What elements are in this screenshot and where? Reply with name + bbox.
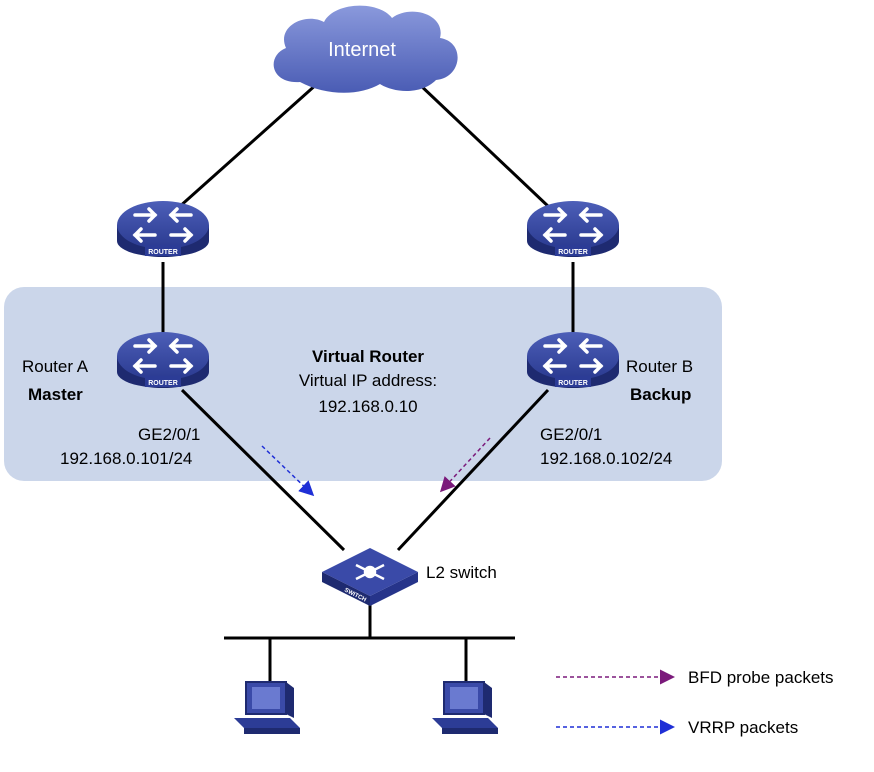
router-b-icon: ROUTER <box>525 330 621 390</box>
router-b-name: Router B <box>626 357 693 376</box>
internet-cloud: Internet <box>273 5 458 93</box>
router-b-interface: GE2/0/1 <box>540 425 602 444</box>
router-badge-label: ROUTER <box>148 249 178 256</box>
link-routerA-switch <box>180 388 346 552</box>
switch-label: L2 switch <box>426 563 497 582</box>
router-a-icon: ROUTER <box>115 330 211 390</box>
upper-right-router-icon: ROUTER <box>525 199 621 259</box>
link-routerB-switch <box>396 388 550 552</box>
virtual-ip-value: 192.168.0.10 <box>318 397 417 416</box>
upper-left-router-icon: ROUTER <box>115 199 211 259</box>
router-b-role: Backup <box>630 385 691 404</box>
router-b-ip: 192.168.0.102/24 <box>540 449 672 468</box>
internet-label: Internet <box>328 39 396 61</box>
l2-switch-icon: SWITCH <box>322 548 418 606</box>
router-a-name: Router A <box>22 357 89 376</box>
router-badge-label: ROUTER <box>558 380 588 387</box>
link-internet-right <box>416 81 552 210</box>
router-badge-label: ROUTER <box>148 380 178 387</box>
router-a-interface: GE2/0/1 <box>138 425 200 444</box>
links <box>161 81 575 688</box>
legend-vrrp-label: VRRP packets <box>688 718 798 737</box>
router-a-ip: 192.168.0.101/24 <box>60 449 192 468</box>
bfd-packet-arrow <box>439 437 491 493</box>
virtual-ip-caption: Virtual IP address: <box>299 371 437 390</box>
vrrp-packet-arrow <box>261 445 315 497</box>
virtual-router-title: Virtual Router <box>312 347 424 366</box>
link-internet-left <box>177 81 319 210</box>
router-a-role: Master <box>28 385 83 404</box>
router-badge-label: ROUTER <box>558 249 588 256</box>
legend-bfd-label: BFD probe packets <box>688 668 834 687</box>
host-left-icon <box>233 681 301 735</box>
host-right-icon <box>431 681 499 735</box>
legend: BFD probe packets VRRP packets <box>556 668 834 737</box>
